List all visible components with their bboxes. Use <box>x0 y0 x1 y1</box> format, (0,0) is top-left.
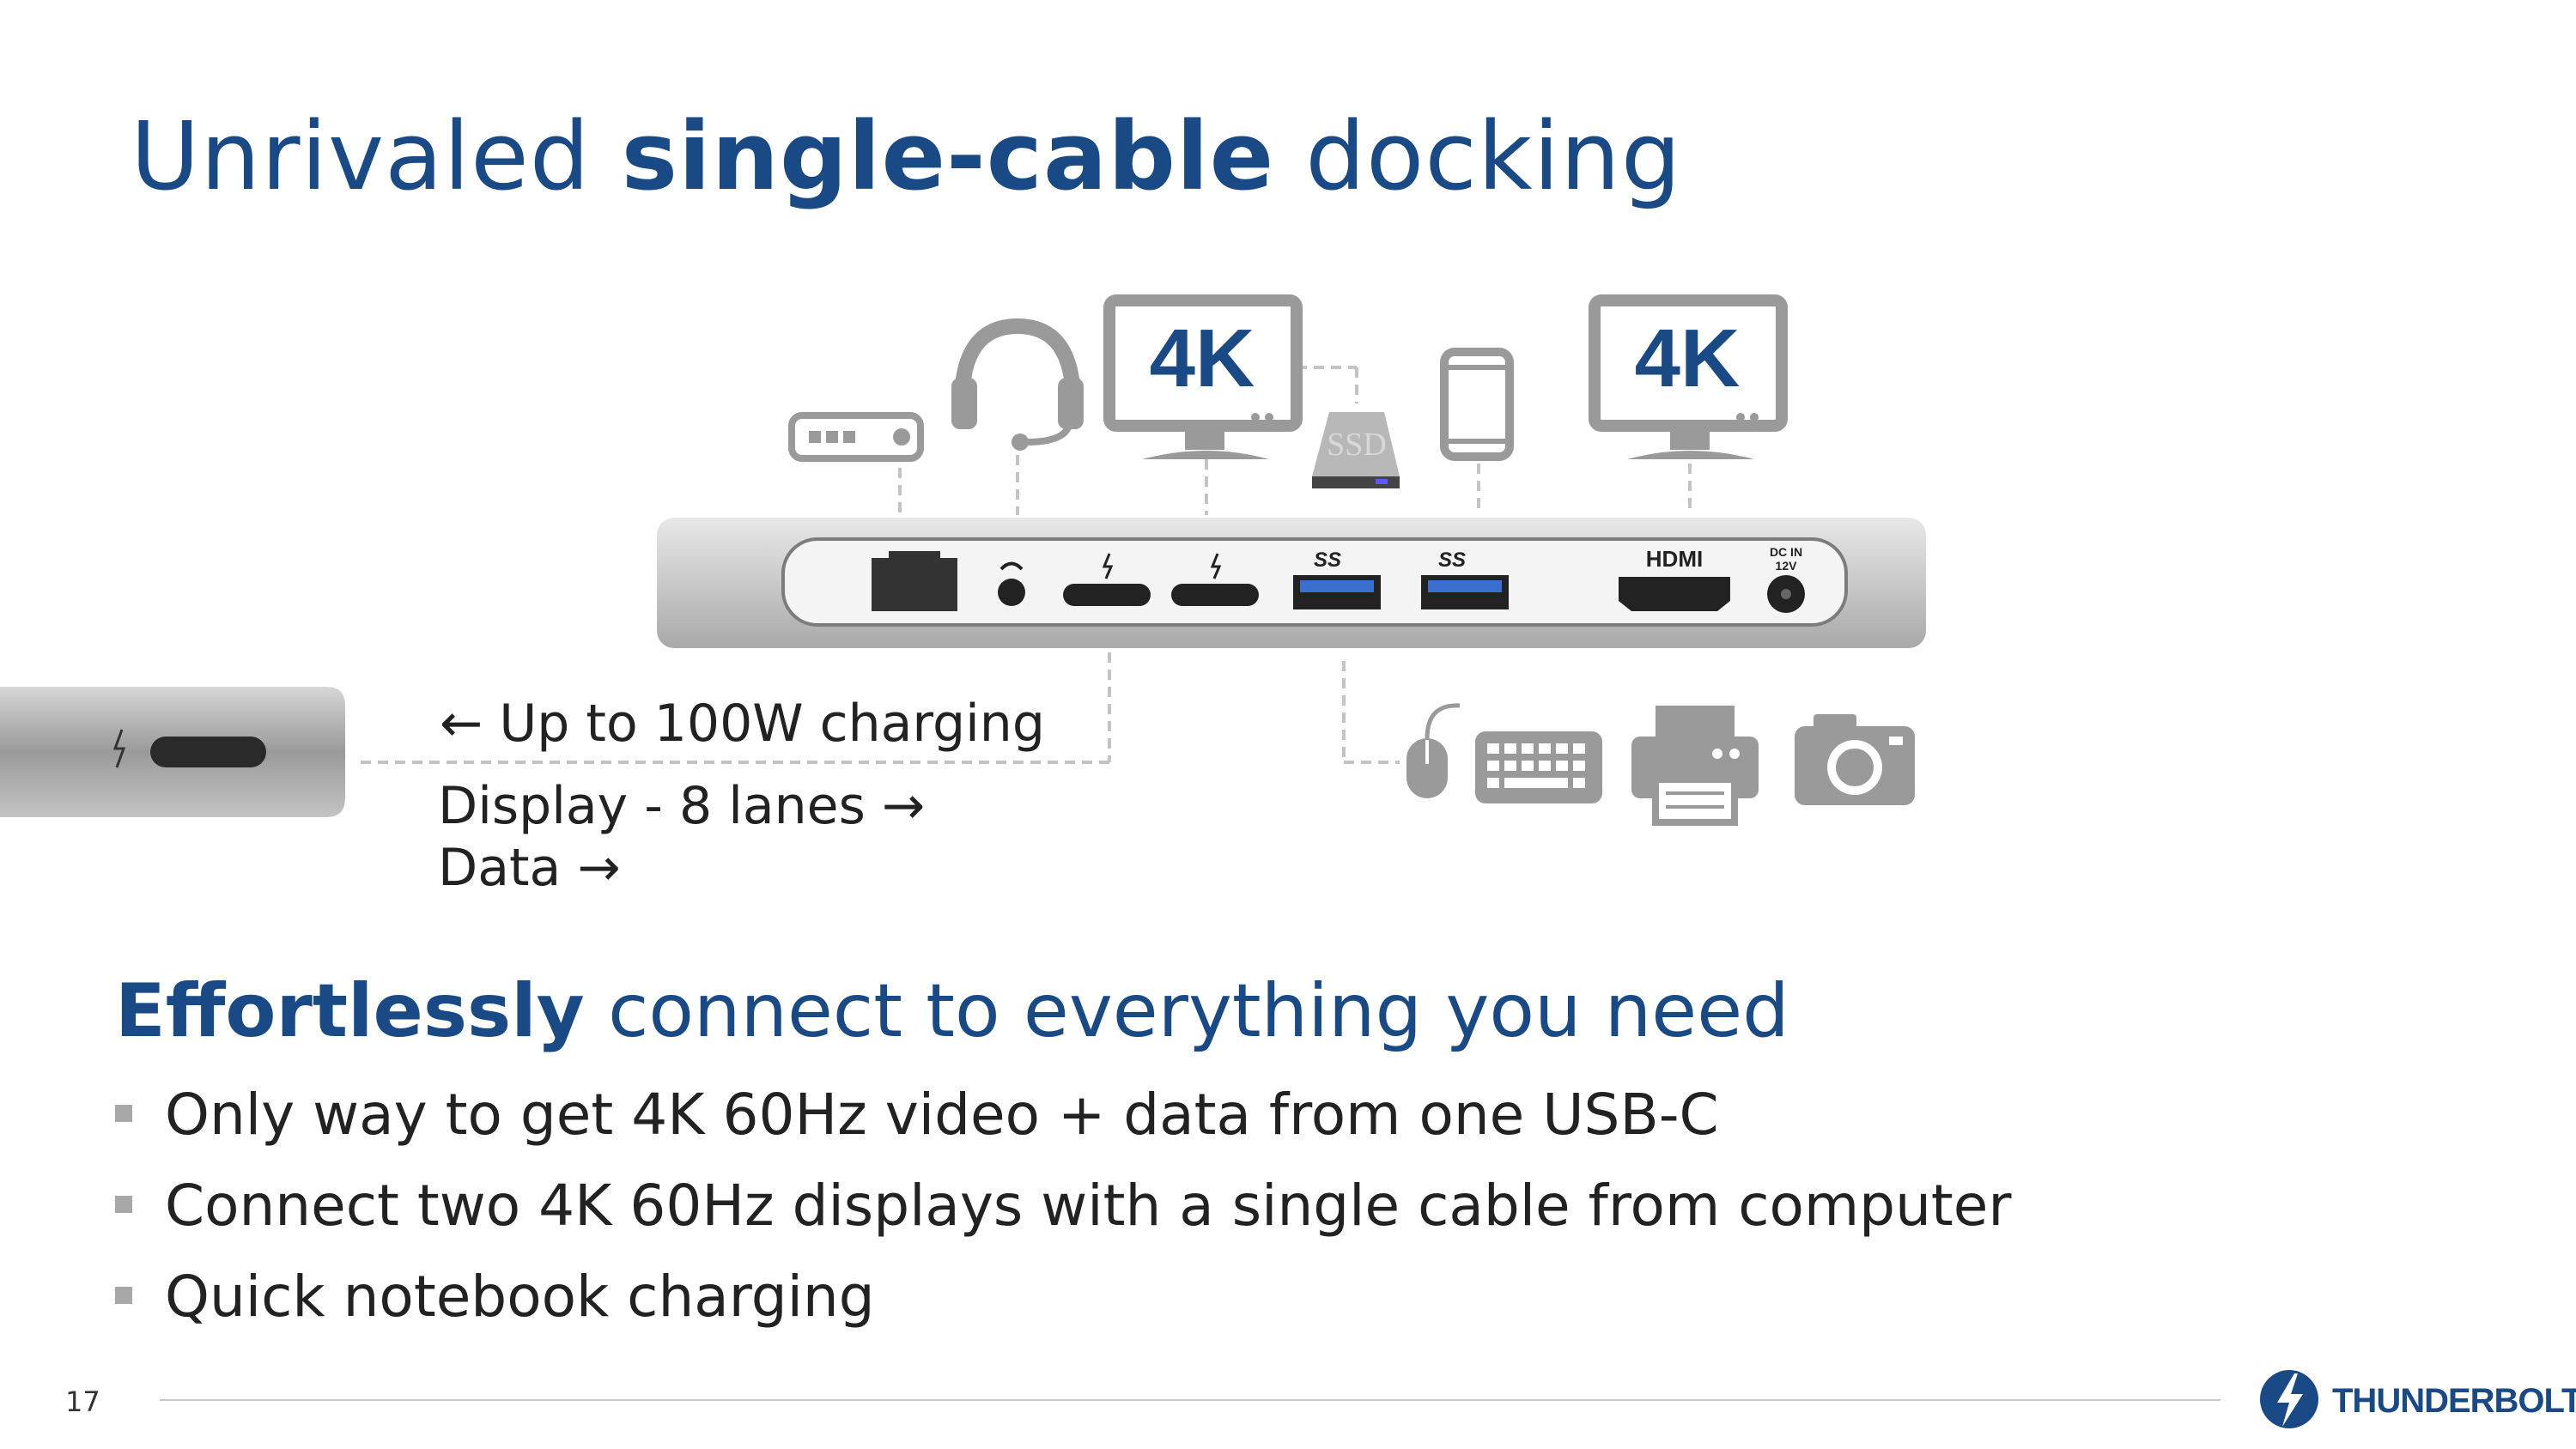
slide-title: Unrivaled single-cable docking <box>131 101 1682 211</box>
connector-lines <box>361 366 1692 764</box>
ethernet-port <box>872 551 957 611</box>
thunderbolt-icon <box>2260 1370 2318 1428</box>
bullet-text: Only way to get 4K 60Hz video + data fro… <box>165 1082 1719 1148</box>
title-pre: Unrivaled <box>131 101 622 211</box>
dc-label-2: 12V <box>1776 559 1798 573</box>
title-post: docking <box>1274 101 1682 211</box>
router-icon <box>788 412 924 462</box>
camera-icon <box>1795 714 1915 805</box>
subheading: Effortlessly connect to everything you n… <box>115 968 1789 1054</box>
bullet-text: Quick notebook charging <box>165 1264 875 1330</box>
bullet-marker <box>115 1195 132 1213</box>
dc-label-1: DC IN <box>1770 545 1802 559</box>
monitor-icon: 4K <box>1103 294 1303 459</box>
dock-device: SS SS HDMI DC IN 12V <box>657 518 1926 648</box>
bullet-item: Connect two 4K 60Hz displays with a sing… <box>115 1173 2012 1239</box>
usb-port-2: SS <box>1421 549 1509 609</box>
phone-icon <box>1440 348 1514 461</box>
audio-port <box>998 561 1025 606</box>
title-bold: single-cable <box>621 101 1275 211</box>
printer-icon <box>1631 706 1759 826</box>
bullet-item: Only way to get 4K 60Hz video + data fro… <box>115 1082 1719 1148</box>
subheading-rest: connect to everything you need <box>584 968 1789 1054</box>
keyboard-icon <box>1475 731 1602 803</box>
mouse-icon <box>1406 703 1461 798</box>
bullet-marker <box>115 1104 132 1122</box>
ssd-icon: SSD <box>1312 412 1400 488</box>
page-number: 17 <box>65 1385 100 1418</box>
charging-label: ← Up to 100W charging <box>440 694 1045 754</box>
usb-port-1: SS <box>1293 549 1381 609</box>
brand-logo: THUNDERBOLT <box>2332 1382 2576 1420</box>
data-label: Data → <box>438 838 621 898</box>
dc-in-port: DC IN 12V <box>1767 545 1805 613</box>
monitor-label-2: 4K <box>1635 312 1741 404</box>
footer-divider <box>160 1399 2221 1401</box>
monitor-icon: 4K <box>1589 294 1788 459</box>
subheading-bold: Effortlessly <box>115 968 585 1054</box>
thunderbolt-port-1 <box>1063 553 1151 606</box>
bullet-item: Quick notebook charging <box>115 1264 875 1330</box>
display-lanes-label: Display - 8 lanes → <box>438 776 926 836</box>
bullet-marker <box>115 1286 132 1304</box>
hdmi-port: HDMI <box>1619 546 1730 611</box>
monitor-label-1: 4K <box>1150 312 1255 404</box>
bullet-text: Connect two 4K 60Hz displays with a sing… <box>165 1173 2012 1239</box>
thunderbolt-port-2 <box>1171 553 1259 606</box>
laptop-device <box>0 687 345 817</box>
usb-label-2: SS <box>1438 549 1466 572</box>
headset-icon <box>951 318 1084 451</box>
usb-label-1: SS <box>1314 549 1341 572</box>
ssd-label: SSD <box>1327 427 1387 463</box>
hdmi-label: HDMI <box>1646 546 1703 572</box>
